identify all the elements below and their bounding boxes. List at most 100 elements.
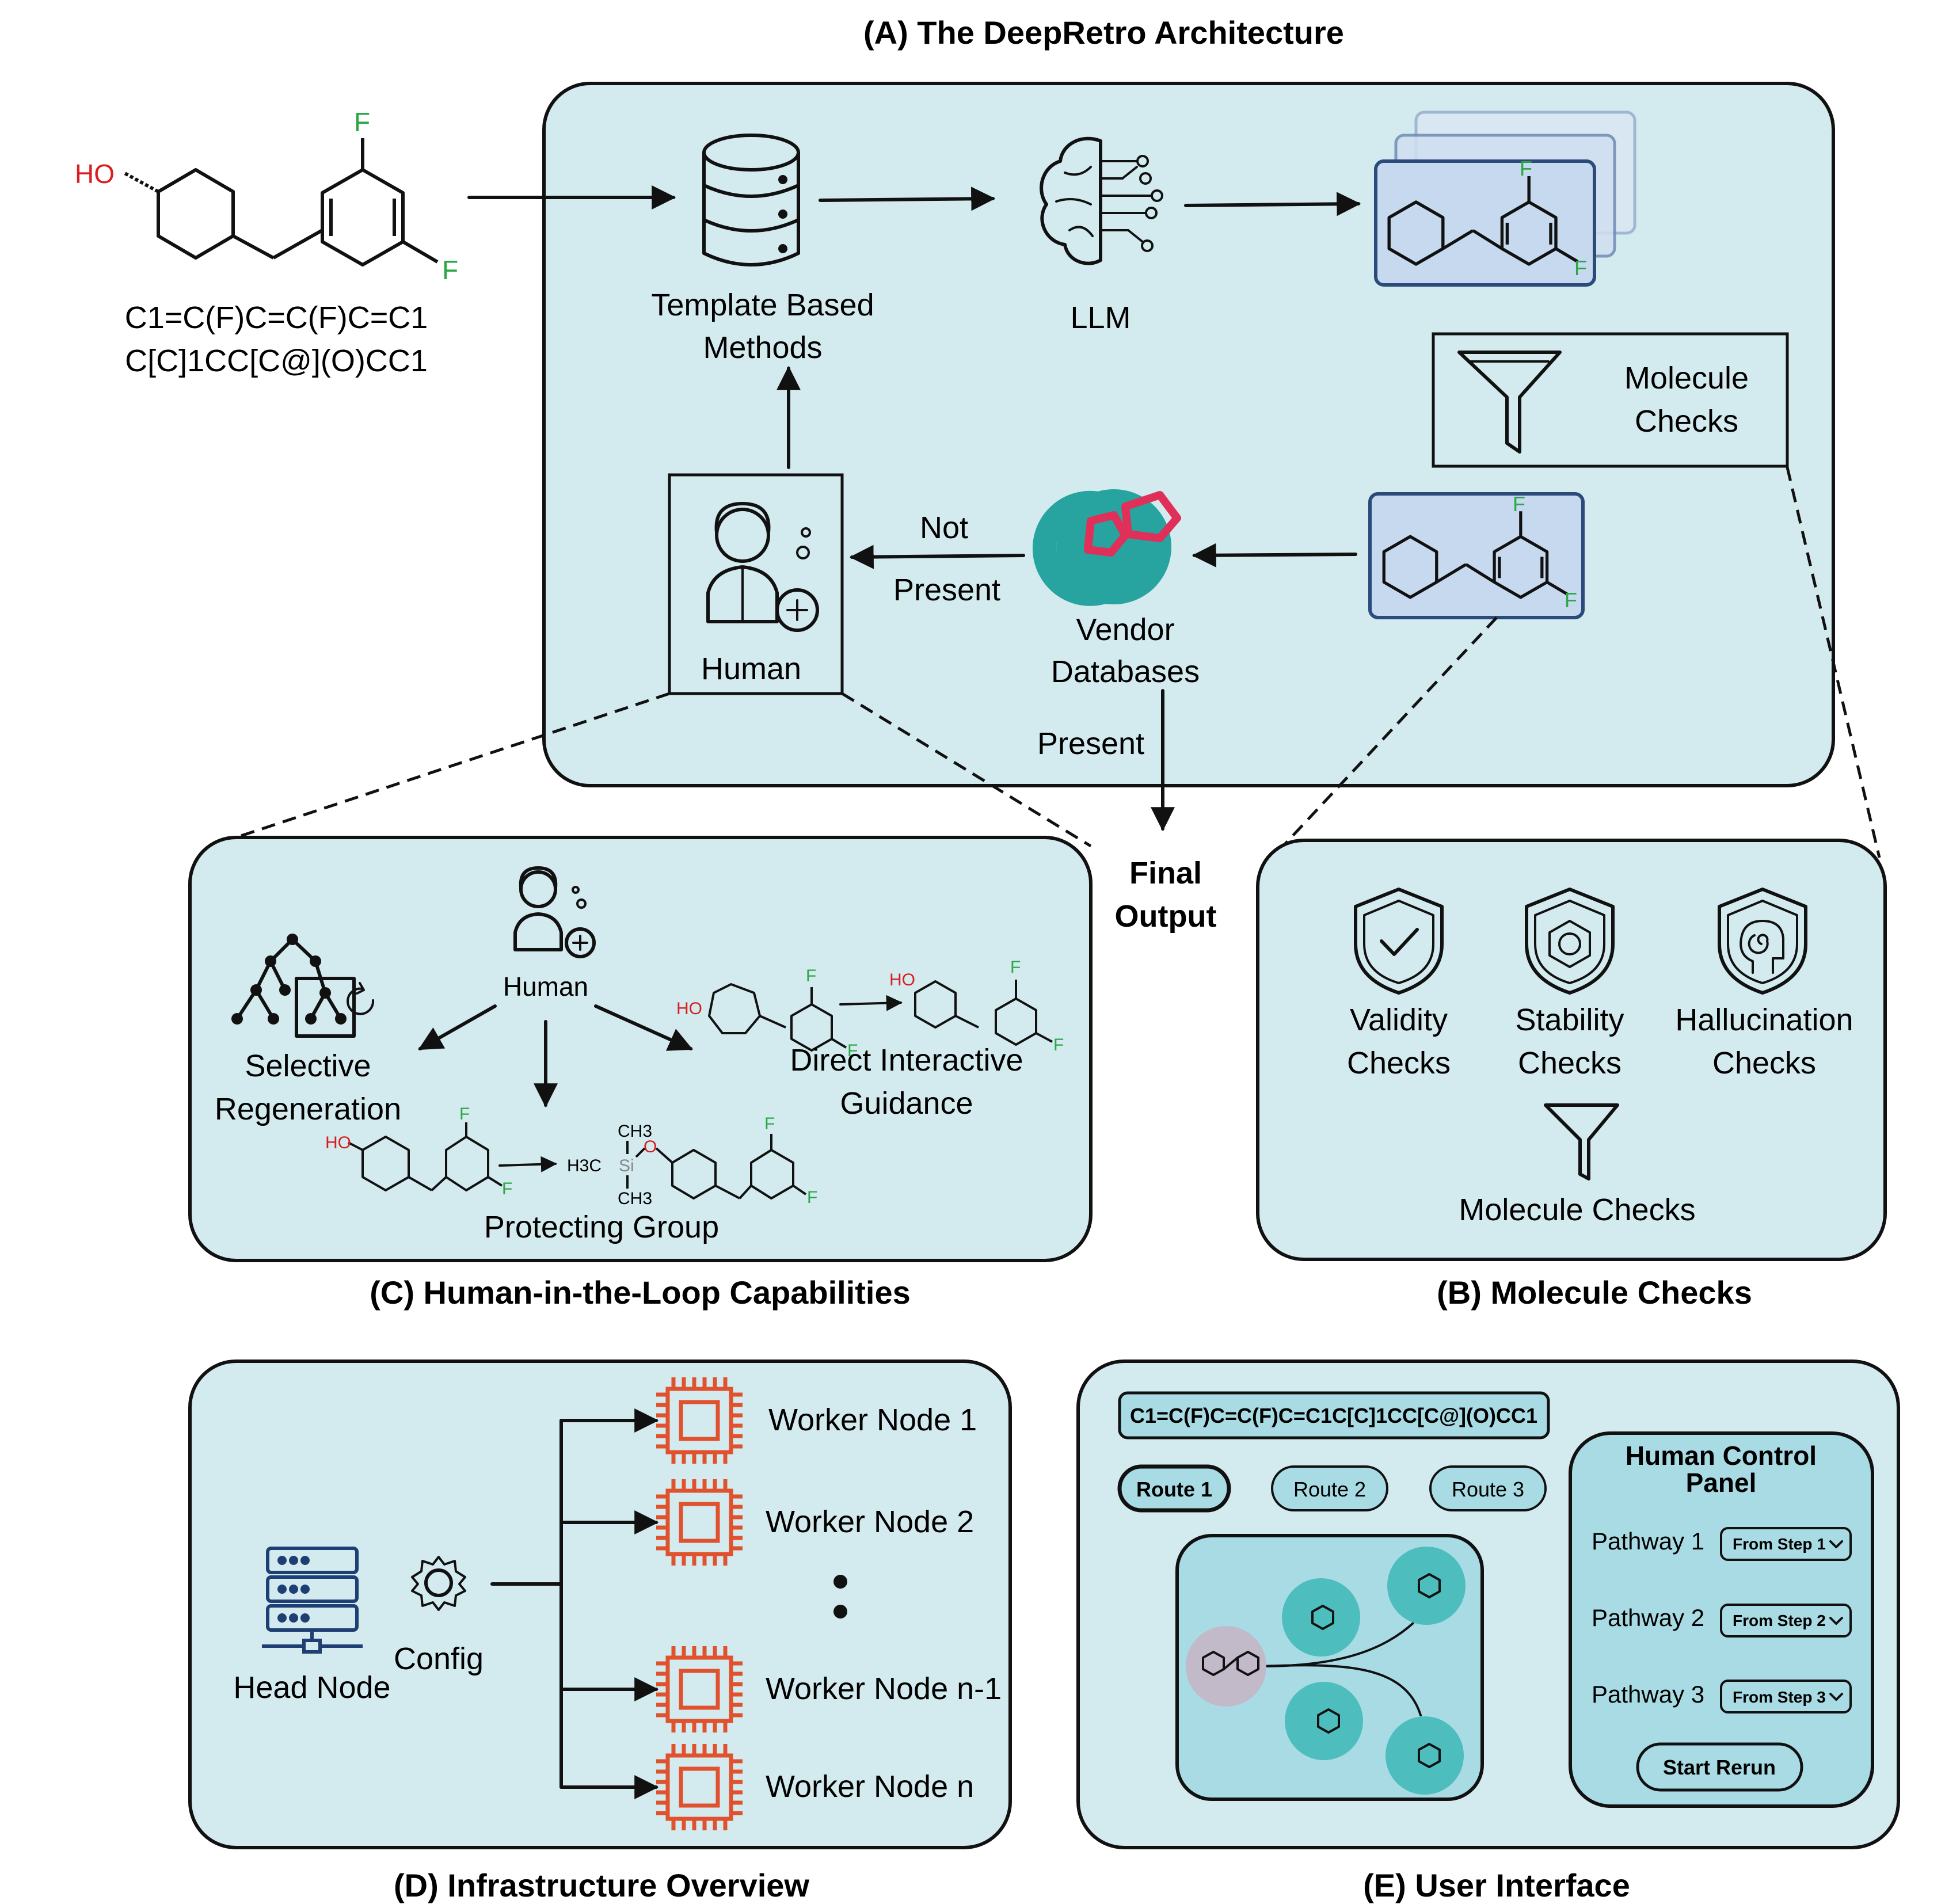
llm-label: LLM <box>1070 300 1131 335</box>
not-present-line-1: Not <box>920 511 968 545</box>
selective-label-line-1: Selective <box>245 1049 371 1083</box>
panel-d-title: (D) Infrastructure Overview <box>394 1867 809 1903</box>
zoom-connector <box>1274 616 1498 856</box>
panel-a-title: (A) The DeepRetro Architecture <box>863 14 1344 51</box>
cpu-chip-icon <box>656 1646 743 1732</box>
template-label-line-1: Template Based <box>651 288 874 322</box>
human-box <box>668 473 844 695</box>
panel-e-title: (E) User Interface <box>1363 1867 1630 1903</box>
input-smiles-line-1: C1=C(F)C=C(F)C=C1 <box>125 300 428 335</box>
human-to-guidance-arrow <box>594 1004 693 1051</box>
template-to-llm-arrow <box>819 186 996 211</box>
precursor-node[interactable] <box>1282 1578 1360 1657</box>
funnel-icon <box>1544 1103 1619 1181</box>
validity-label-line-2: Checks <box>1347 1046 1451 1080</box>
database-icon <box>702 134 800 266</box>
chevron-down-icon <box>1829 1617 1843 1625</box>
cpu-chip-icon <box>656 1377 743 1830</box>
scientist-icon <box>706 502 819 632</box>
panel-c-title: (C) Human-in-the-Loop Capabilities <box>370 1274 911 1311</box>
control-panel-title-line-2: Panel <box>1686 1468 1757 1498</box>
pathway-1-label: Pathway 1 <box>1592 1528 1704 1555</box>
pathway-2-select[interactable] <box>1720 1604 1852 1638</box>
fluorine-label: F <box>459 1105 470 1124</box>
head-node-label: Head Node <box>233 1670 390 1705</box>
pathway-2-select-value: From Step 2 <box>1733 1612 1826 1629</box>
vendor-database-logo <box>1032 489 1181 606</box>
pathway-2-label: Pathway 2 <box>1592 1604 1704 1631</box>
stability-label-line-1: Stability <box>1515 1003 1624 1037</box>
ch3-label: CH3 <box>618 1189 652 1208</box>
route-2-tab[interactable] <box>1271 1465 1388 1511</box>
cpu-chip-icon <box>656 1377 743 1464</box>
vendor-label-line-2: Databases <box>1051 654 1200 689</box>
fluorine-label: F <box>502 1179 512 1198</box>
worker-label-n: Worker Node n <box>766 1769 974 1804</box>
final-output-line-1: Final <box>1129 856 1202 890</box>
fluorine-label: F <box>1565 588 1577 612</box>
route-2-label: Route 2 <box>1293 1477 1366 1501</box>
chevron-down-icon <box>1829 1540 1843 1548</box>
input-molecule: HO F F <box>75 107 458 285</box>
worker-label-n-minus-1: Worker Node n-1 <box>766 1671 1002 1706</box>
molecule-checks-box <box>1432 332 1789 468</box>
zoom-connector <box>227 692 670 842</box>
route-1-label: Route 1 <box>1136 1477 1212 1501</box>
validity-shield-icon <box>1354 888 1444 995</box>
protecting-group-molecules: HO F F H3C Si CH3 CH3 O F F <box>325 1105 817 1208</box>
precursor-node[interactable] <box>1386 1716 1464 1795</box>
fluorine-label: F <box>1520 157 1532 180</box>
gear-icon <box>411 1556 466 1611</box>
fluorine-label: F <box>354 107 370 137</box>
human-label: Human <box>701 652 801 686</box>
molecule-checks-footer: Molecule Checks <box>1459 1193 1695 1227</box>
selective-label-line-2: Regeneration <box>215 1092 401 1126</box>
pathway-3-select-value: From Step 3 <box>1733 1688 1826 1706</box>
human-to-regeneration-arrow <box>418 1004 497 1050</box>
pathway-3-label: Pathway 3 <box>1592 1681 1704 1708</box>
stability-label-line-2: Checks <box>1518 1046 1622 1080</box>
not-present-line-2: Present <box>893 573 1000 607</box>
ellipsis-dot <box>833 1605 847 1619</box>
fluorine-label: F <box>806 966 816 985</box>
precursor-node[interactable] <box>1285 1682 1363 1760</box>
zoom-connector <box>1786 467 1881 858</box>
server-icon <box>262 1547 363 1654</box>
smiles-input-text: C1=C(F)C=C(F)C=C1C[C]1CC[C@](O)CC1 <box>1130 1404 1537 1427</box>
hydroxyl-label: HO <box>75 159 115 189</box>
fluorine-label: F <box>807 1188 817 1207</box>
ellipsis-dot <box>833 1575 847 1589</box>
chevron-down-icon <box>1829 1693 1843 1701</box>
fluorine-label: F <box>764 1114 775 1133</box>
hallucination-shield-icon <box>1718 888 1807 995</box>
fluorine-label: F <box>1574 256 1587 280</box>
template-label-line-2: Methods <box>703 330 822 365</box>
cpu-chip-icon <box>656 1744 743 1830</box>
start-rerun-button[interactable] <box>1636 1742 1803 1792</box>
worker-label-1: Worker Node 1 <box>768 1403 977 1437</box>
vendor-to-human-arrow <box>849 544 1025 569</box>
oxygen-label: O <box>644 1137 657 1156</box>
stability-shield-icon <box>1525 888 1615 995</box>
pathway-1-select-value: From Step 1 <box>1733 1535 1826 1553</box>
silicon-label: Si <box>619 1156 634 1175</box>
input-smiles-line-2: C[C]1CC[C@](O)CC1 <box>125 344 428 378</box>
route-3-tab[interactable] <box>1429 1465 1547 1511</box>
route-1-tab[interactable] <box>1117 1464 1231 1513</box>
hydroxyl-label: HO <box>676 999 702 1018</box>
smiles-input[interactable] <box>1118 1391 1550 1440</box>
h3c-label: H3C <box>567 1156 602 1175</box>
human-in-loop-panel <box>188 836 1093 1262</box>
mini-structure <box>1202 1573 1441 1768</box>
pathway-1-select[interactable] <box>1720 1527 1852 1561</box>
precursor-node[interactable] <box>1387 1547 1466 1625</box>
route-3-label: Route 3 <box>1452 1477 1524 1501</box>
present-label: Present <box>1037 726 1144 761</box>
pathway-3-select[interactable] <box>1720 1680 1852 1713</box>
hydroxyl-label: HO <box>325 1133 351 1152</box>
hallucination-label-line-2: Checks <box>1712 1046 1816 1080</box>
fluorine-label: F <box>1010 958 1021 977</box>
molecule-checks-line-1: Molecule <box>1624 361 1749 395</box>
vendor-label-line-1: Vendor <box>1076 612 1174 647</box>
